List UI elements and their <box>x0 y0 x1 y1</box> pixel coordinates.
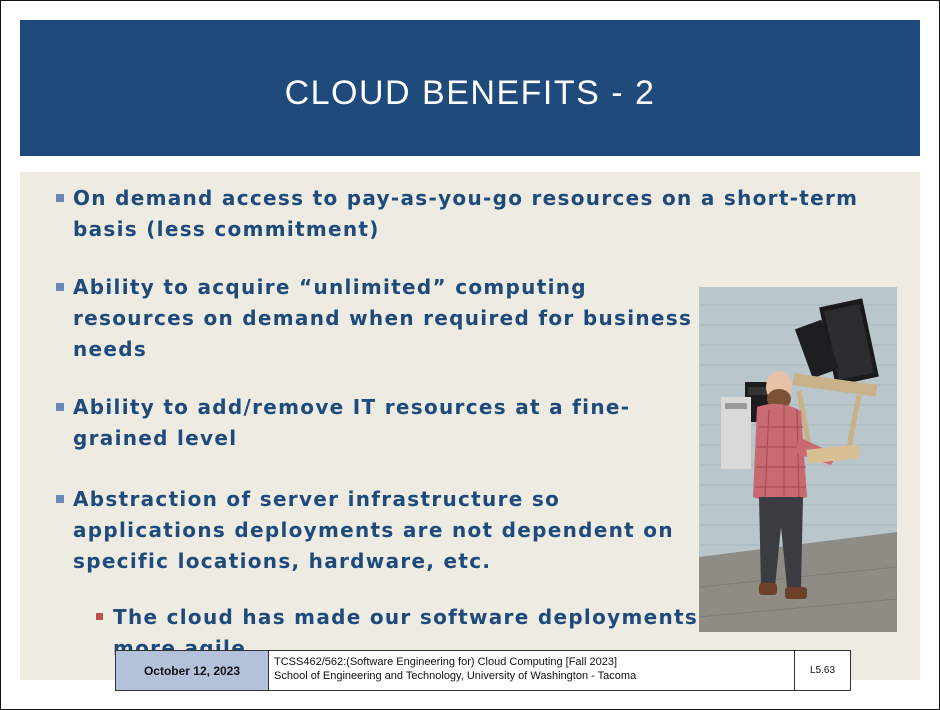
footer-slide-number: L5.63 <box>795 650 851 691</box>
square-bullet-icon <box>96 613 103 620</box>
bullet-text: Abstraction of server infrastructure so … <box>73 487 674 573</box>
footer-date: October 12, 2023 <box>115 650 269 691</box>
square-bullet-icon <box>56 495 64 503</box>
square-bullet-icon <box>56 194 64 202</box>
photo-man-carrying-computer-workstation <box>699 287 897 632</box>
square-bullet-icon <box>56 283 64 291</box>
footer-course-info: TCSS462/562:(Software Engineering for) C… <box>269 650 795 691</box>
footer-course-line2: School of Engineering and Technology, Un… <box>274 670 637 682</box>
bullet-item: Ability to acquire “unlimited” computing… <box>56 272 693 365</box>
slide-footer: October 12, 2023 TCSS462/562:(Software E… <box>115 650 851 691</box>
slide-title: CLOUD BENEFITS - 2 <box>284 73 656 112</box>
title-bar: CLOUD BENEFITS - 2 <box>20 20 920 156</box>
footer-course-line1: TCSS462/562:(Software Engineering for) C… <box>274 656 618 668</box>
bullet-text: Ability to acquire “unlimited” computing… <box>73 275 693 361</box>
bullet-text: On demand access to pay-as-you-go resour… <box>73 186 859 241</box>
square-bullet-icon <box>56 403 64 411</box>
bullet-item: On demand access to pay-as-you-go resour… <box>56 183 913 245</box>
bullet-item: Ability to add/remove IT resources at a … <box>56 392 693 454</box>
bullet-text: Ability to add/remove IT resources at a … <box>73 395 631 450</box>
bullet-item: Abstraction of server infrastructure so … <box>56 484 713 577</box>
content-area: On demand access to pay-as-you-go resour… <box>20 172 920 680</box>
